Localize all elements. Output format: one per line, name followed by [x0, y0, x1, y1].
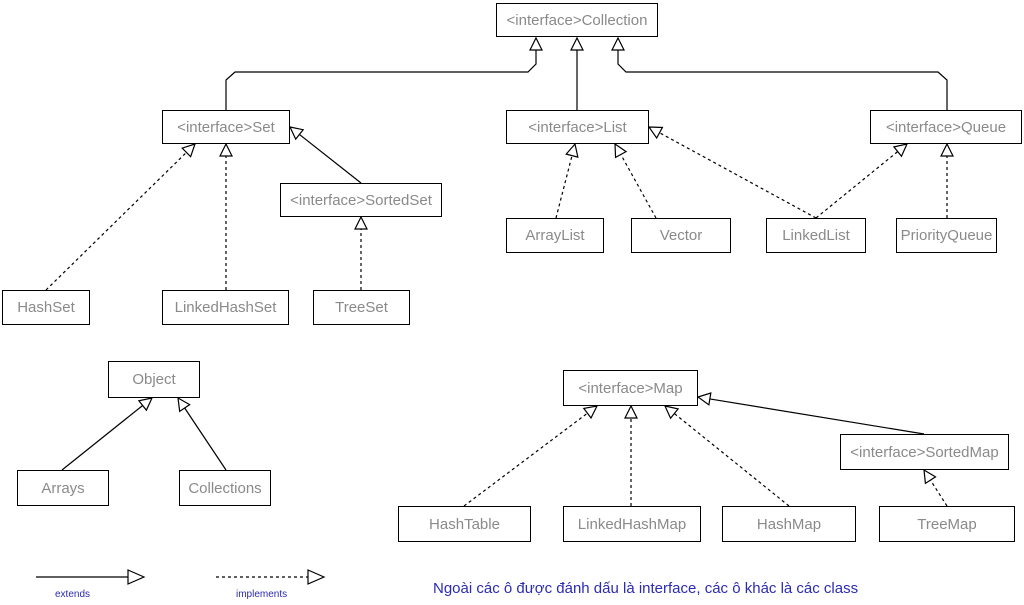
edge-sortedmap-extends-map: [696, 392, 925, 435]
node-set: <interface>Set: [162, 110, 290, 144]
node-queue: <interface>Queue: [870, 110, 1022, 144]
edge-list-extends-collection-arrowhead: [570, 36, 584, 51]
edge-treemap-implements-sortedmap-arrowhead: [923, 468, 937, 485]
edge-collections-extends-object-arrowhead: [177, 396, 191, 413]
node-hashmap: HashMap: [722, 506, 856, 542]
edge-linkedhashmap-implements-map-arrowhead: [624, 404, 638, 419]
edge-priorityqueue-implements-queue-arrowhead: [940, 142, 954, 157]
edge-linkedlist-implements-queue-arrowhead: [892, 143, 909, 158]
edge-hashtable-implements-map-arrowhead: [582, 405, 599, 420]
node-sortedset: <interface>SortedSet: [280, 183, 442, 217]
edge-linkedlist-implements-list: [647, 126, 817, 219]
edges-layer: [45, 36, 954, 507]
edge-linkedlist-implements-list-arrowhead: [647, 126, 664, 140]
edge-linkedlist-implements-queue: [815, 143, 909, 219]
edge-linkedhashset-implements-set-arrowhead: [219, 142, 233, 157]
edge-queue-extends-collection-line: [617, 50, 948, 110]
edge-arrays-extends-object-line: [61, 405, 144, 471]
legend-lines: [36, 569, 326, 585]
edge-hashtable-implements-map-line: [463, 412, 588, 507]
legend-extends-label: extends: [55, 589, 91, 600]
edge-sortedset-extends-set: [288, 126, 362, 184]
node-map: <interface>Map: [563, 370, 698, 406]
edge-queue-extends-collection-arrowhead: [611, 36, 625, 51]
edge-vector-implements-list-line: [620, 154, 657, 219]
edge-treemap-implements-sortedmap: [923, 468, 948, 507]
edge-sortedset-extends-set-line: [299, 133, 362, 184]
legend-implements-sample: [216, 569, 326, 585]
edge-hashset-implements-set: [45, 143, 196, 291]
node-linkedhashmap: LinkedHashMap: [563, 506, 701, 542]
edge-sortedmap-extends-map-line: [709, 398, 925, 435]
legend-implements-sample-arrowhead: [307, 569, 326, 585]
edge-set-extends-collection-line: [225, 50, 537, 110]
node-list: <interface>List: [506, 110, 649, 144]
node-arrays: Arrays: [17, 470, 109, 506]
footnote: Ngoài các ô được đánh dấu là interface, …: [433, 580, 859, 597]
edge-linkedhashmap-implements-map: [624, 404, 638, 506]
node-treemap: TreeMap: [879, 506, 1015, 542]
edge-set-extends-collection: [225, 36, 543, 110]
edge-collections-extends-object-line: [184, 407, 227, 471]
edge-list-extends-collection: [570, 36, 584, 110]
edge-hashset-implements-set-line: [45, 151, 187, 291]
edge-queue-extends-collection: [611, 36, 948, 110]
edge-collections-extends-object: [177, 396, 227, 471]
edge-linkedhashset-implements-set: [219, 142, 233, 290]
node-hashtable: HashTable: [398, 506, 531, 542]
node-linkedhashset: LinkedHashSet: [162, 290, 289, 325]
edge-hashset-implements-set-arrowhead: [181, 143, 196, 158]
edge-arraylist-implements-list-arrowhead: [565, 142, 579, 158]
node-sortedmap: <interface>SortedMap: [840, 434, 1009, 470]
edge-sortedmap-extends-map-arrowhead: [696, 392, 712, 406]
legend-implements-label: implements: [236, 589, 288, 600]
node-hashset: HashSet: [2, 290, 90, 325]
edge-hashmap-implements-map-arrowhead: [663, 405, 680, 420]
node-linkedlist: LinkedList: [766, 218, 866, 253]
edge-treeset-implements-sortedset-arrowhead: [354, 215, 368, 230]
edge-arraylist-implements-list: [555, 142, 579, 219]
legend-extends-sample: [36, 569, 146, 585]
legend-extends-sample-arrowhead: [127, 569, 146, 585]
edge-vector-implements-list: [614, 142, 657, 219]
node-treeset: TreeSet: [313, 290, 410, 325]
node-vector: Vector: [631, 218, 731, 253]
edge-sortedset-extends-set-arrowhead: [288, 126, 305, 141]
edge-arraylist-implements-list-line: [555, 155, 573, 219]
edge-treeset-implements-sortedset: [354, 215, 368, 290]
edge-arrays-extends-object-arrowhead: [137, 397, 154, 412]
node-object: Object: [108, 361, 200, 398]
node-arraylist: ArrayList: [506, 218, 604, 253]
edge-hashmap-implements-map: [663, 405, 790, 507]
edge-treemap-implements-sortedmap-line: [929, 479, 948, 507]
edge-hashmap-implements-map-line: [673, 413, 790, 507]
edge-vector-implements-list-arrowhead: [614, 142, 628, 159]
edge-priorityqueue-implements-queue: [940, 142, 954, 218]
edge-hashtable-implements-map: [463, 405, 599, 507]
edge-arrays-extends-object: [61, 397, 154, 471]
node-collections: Collections: [179, 470, 271, 506]
edge-set-extends-collection-arrowhead: [529, 36, 543, 51]
node-priorityqueue: PriorityQueue: [896, 218, 997, 253]
node-collection: <interface>Collection: [496, 3, 658, 37]
